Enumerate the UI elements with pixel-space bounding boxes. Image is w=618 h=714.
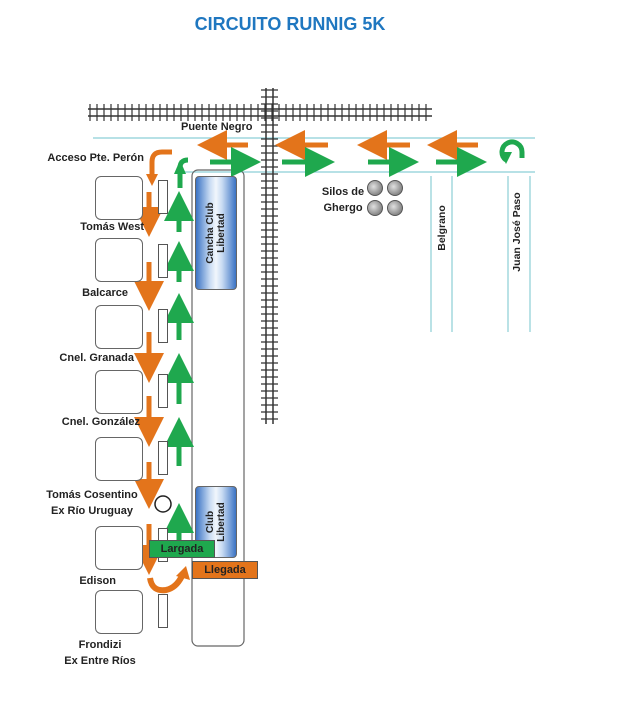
street-label-cosentino: Tomás Cosentino <box>46 489 138 501</box>
avenue-median <box>191 169 245 647</box>
map-title: CIRCUITO RUNNIG 5K <box>194 14 386 34</box>
bottom-u-turn <box>147 574 185 594</box>
lane-divider <box>158 309 168 343</box>
u-turn-right-head <box>500 152 512 164</box>
silos-label-2: Ghergo <box>323 202 363 214</box>
acceso-corner-turn <box>149 149 172 176</box>
start-badge: Largada <box>149 540 215 558</box>
street-label-tomas-west: Tomás West <box>80 221 144 233</box>
street-label-granada: Cnel. Granada <box>59 352 134 364</box>
lane-divider <box>158 441 168 475</box>
silo-icon <box>367 200 383 216</box>
street-label-belgrano: Belgrano <box>436 205 448 251</box>
street-label-gonzalez: Cnel. González <box>61 416 140 428</box>
avenue-top-turn-head <box>174 160 186 174</box>
acceso-corner-head <box>146 174 158 186</box>
field-top-line2: Libertad <box>216 213 227 253</box>
city-block <box>95 238 143 282</box>
street-label-edison: Edison <box>79 575 116 587</box>
finish-badge: Llegada <box>192 561 258 579</box>
street-label-juan-jose-paso: Juan José Paso <box>511 192 523 272</box>
field-bottom-line1: Club <box>205 510 216 534</box>
street-label-frondizi: Frondizi <box>78 639 122 651</box>
city-block <box>95 305 143 349</box>
bottom-u-turn-head <box>176 566 190 580</box>
top-road-label: Puente Negro <box>181 121 253 133</box>
lane-divider <box>158 244 168 278</box>
silo-icon <box>387 180 403 196</box>
railway-horizontal <box>88 104 432 121</box>
silos-label-1: Silos de <box>321 186 365 198</box>
street-label-cosentino-old: Ex Río Uruguay <box>51 505 133 517</box>
lane-divider <box>158 374 168 408</box>
city-block <box>95 370 143 414</box>
lane-divider <box>158 594 168 628</box>
city-block <box>95 590 143 634</box>
field-top-line1: Cancha Club <box>205 202 216 264</box>
railway-vertical <box>261 88 278 424</box>
street-label-balcarce: Balcarce <box>82 287 128 299</box>
street-label-frondizi-old: Ex Entre Ríos <box>64 655 136 667</box>
city-block <box>95 526 143 570</box>
silo-icon <box>367 180 383 196</box>
lane-divider <box>158 180 168 214</box>
field-bottom-line2: Libertad <box>216 502 227 542</box>
city-block <box>95 437 143 481</box>
street-label-acceso: Acceso Pte. Perón <box>47 152 144 164</box>
city-block <box>95 176 143 220</box>
roundabout <box>154 495 172 513</box>
silo-icon <box>387 200 403 216</box>
